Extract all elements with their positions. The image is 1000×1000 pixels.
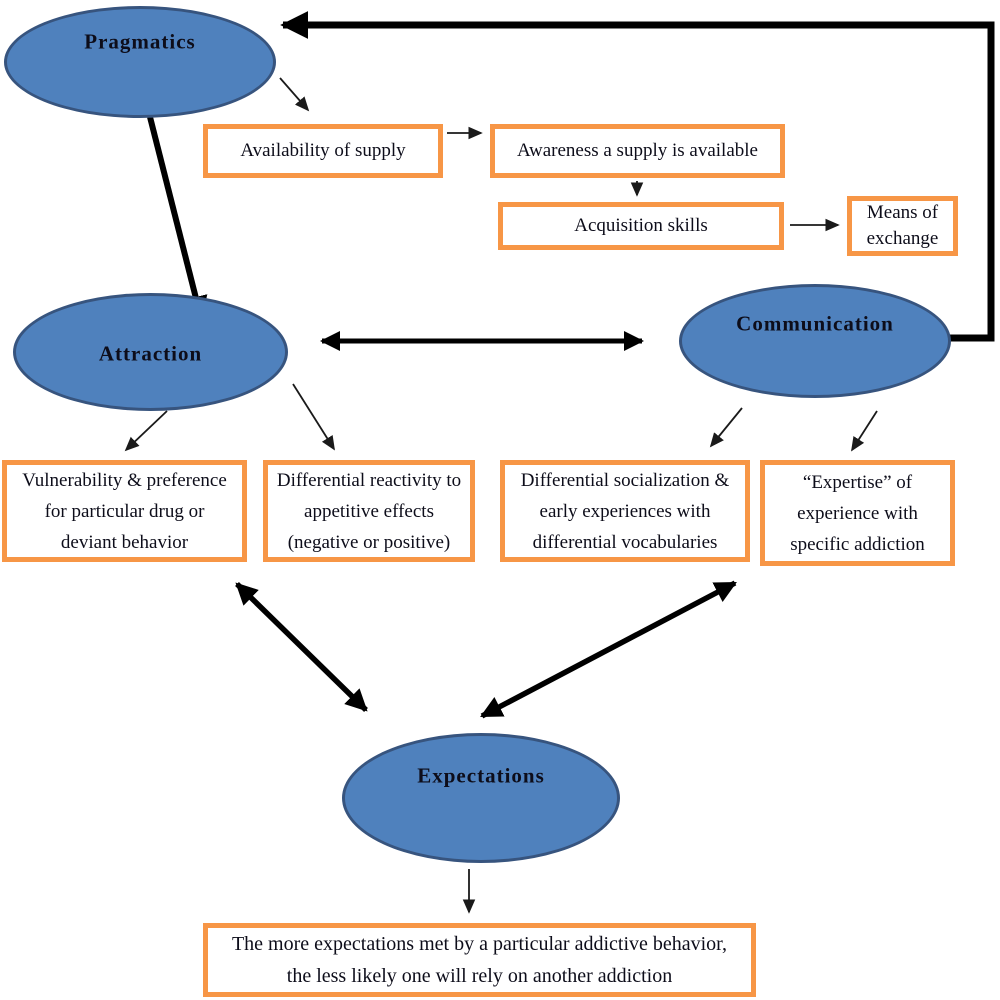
arrow-attraction-to-vulnerability [124, 410, 168, 452]
box-outcome: The more expectations met by a particula… [203, 923, 756, 997]
node-attraction: Attraction [13, 293, 288, 411]
arrow-communication-to-socialization [709, 407, 743, 448]
box-awareness-text: Awareness a supply is available [517, 140, 758, 161]
arrow-pragmatics-to-availability [279, 77, 310, 112]
box-acquisition-text: Acquisition skills [574, 215, 708, 236]
box-expertise: “Expertise” of experience with specific … [760, 460, 955, 566]
box-acquisition-skills: Acquisition skills [498, 202, 784, 250]
box-vulnerability-preference: Vulnerability & preference for particula… [2, 460, 247, 562]
node-communication: Communication [679, 284, 951, 398]
arrow-socialization-expectations [480, 580, 737, 719]
node-pragmatics: Pragmatics [4, 6, 276, 118]
node-communication-label: Communication [736, 311, 894, 336]
arrow-vulnerability-expectations [235, 582, 368, 712]
box-means-of-exchange: Means of exchange [847, 196, 958, 256]
box-availability-text: Availability of supply [240, 140, 406, 161]
box-differential-reactivity: Differential reactivity to appetitive ef… [263, 460, 475, 562]
box-reactivity-text: Differential reactivity to appetitive ef… [276, 469, 462, 553]
arrow-pragmatics-to-attraction [147, 116, 208, 321]
box-vulnerability-text: Vulnerability & preference for particula… [22, 469, 227, 553]
arrow-communication-to-pragmatics [280, 11, 995, 342]
box-awareness-supply: Awareness a supply is available [490, 124, 785, 178]
arrow-attraction-to-reactivity [292, 383, 335, 451]
box-expertise-text: “Expertise” of experience with specific … [790, 471, 925, 555]
node-pragmatics-label: Pragmatics [84, 29, 196, 54]
arrow-communication-to-expertise [851, 410, 878, 452]
node-expectations-label: Expectations [417, 763, 545, 788]
node-expectations: Expectations [342, 733, 620, 863]
box-differential-socialization: Differential socialization & early exper… [500, 460, 750, 562]
box-means-text: Means of exchange [866, 202, 939, 249]
box-outcome-text: The more expectations met by a particula… [231, 933, 728, 987]
box-socialization-text: Differential socialization & early exper… [520, 469, 730, 553]
box-availability-of-supply: Availability of supply [203, 124, 443, 178]
node-attraction-label: Attraction [98, 341, 203, 366]
